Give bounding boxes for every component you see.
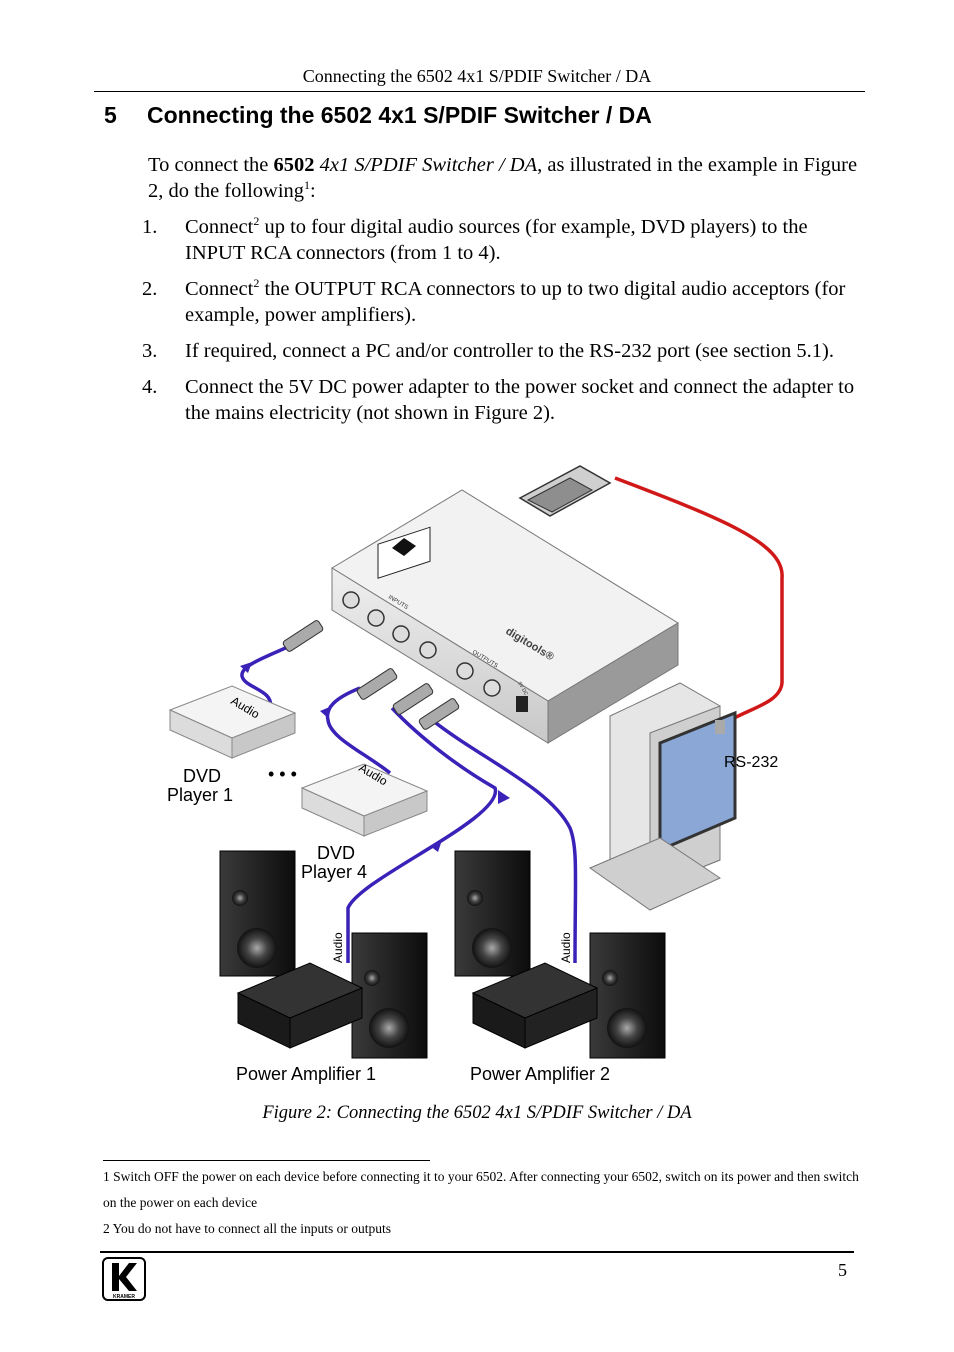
audio-cable-amp2: [430, 718, 578, 964]
intro-paragraph: To connect the 6502 4x1 S/PDIF Switcher …: [148, 152, 863, 204]
footnote-ref-2[interactable]: 2: [253, 276, 260, 291]
section-title: 5 Connecting the 6502 4x1 S/PDIF Switcher…: [104, 102, 652, 129]
db9-connector-icon: [518, 465, 612, 517]
intro-end: :: [310, 180, 316, 202]
logo-text: KRAMER: [113, 1294, 135, 1300]
footnote-rule: [103, 1160, 430, 1161]
rs232-port-icon: [715, 720, 725, 734]
footnote-1: 1 Switch OFF the power on each device be…: [103, 1169, 859, 1210]
section-title-text: Connecting the 6502 4x1 S/PDIF Switcher …: [147, 102, 652, 128]
audio-cable-dvd4: [325, 686, 392, 775]
rs232-label: RS-232: [724, 754, 778, 771]
step-text: Connect the 5V DC power adapter to the p…: [185, 376, 855, 424]
header-rule: [94, 91, 865, 92]
page-number: 5: [838, 1260, 847, 1280]
step-text: up to four digital audio sources (for ex…: [185, 216, 808, 264]
amp2-label: Power Amplifier 2: [470, 1064, 610, 1084]
steps-list: 1.Connect2 up to four digital audio sour…: [142, 214, 864, 436]
dvd4-label-line2: Player 4: [301, 862, 367, 882]
cable-arrows: [240, 662, 510, 852]
rs232-cable: [614, 476, 784, 725]
step-number: 3.: [142, 340, 158, 362]
step-number: 2.: [142, 278, 158, 300]
step-lead: Connect: [185, 216, 254, 238]
ellipsis-label: • • •: [268, 764, 297, 784]
figure-caption: Figure 2: Connecting the 6502 4x1 S/PDIF…: [262, 1103, 692, 1123]
step-number: 4.: [142, 376, 158, 398]
intro-suffix: , as illustrated in the example in Figur…: [148, 154, 858, 202]
step-item: 2. Connect2 the OUTPUT RCA connectors to …: [142, 276, 864, 328]
rca-connectors: [342, 591, 501, 697]
audio-label-amp2: Audio: [559, 932, 573, 963]
step-lead: Connect: [185, 278, 254, 300]
step-item: 1. Connect2 up to four digital audio sour…: [142, 214, 864, 266]
power-socket-icon: [516, 696, 528, 712]
dvd4-label-line1: DVD: [317, 843, 355, 863]
connection-diagram: digitools® INPUTS OUTPUTS 5V DC: [167, 465, 784, 1084]
step-text: If required, connect a PC and/or control…: [185, 340, 834, 362]
switcher-6502: digitools® INPUTS OUTPUTS 5V DC: [331, 489, 679, 744]
speaker-set-1: [219, 850, 428, 1059]
section-number: 5: [104, 102, 117, 128]
dvd1-label-line2: Player 1: [167, 785, 233, 805]
audio-cable-dvd1: [240, 634, 311, 709]
intro-model: 6502: [273, 154, 315, 176]
footnote-2: 2 You do not have to connect all the inp…: [103, 1221, 391, 1236]
dvd-player-1: [168, 685, 297, 759]
audio-cables: [240, 634, 578, 964]
kramer-logo: KRAMER: [102, 1257, 146, 1301]
step-number: 1.: [142, 216, 158, 238]
audio-label-amp1: Audio: [331, 932, 345, 963]
running-header: Connecting the 6502 4x1 S/PDIF Switcher …: [302, 66, 652, 86]
pc-computer: [588, 682, 737, 911]
footnote-ref-2[interactable]: 2: [253, 214, 260, 229]
dvd1-label-line1: DVD: [183, 766, 221, 786]
dvd-player-4: [300, 763, 429, 837]
step-item: 4. Connect the 5V DC power adapter to the…: [142, 374, 864, 426]
amp1-label: Power Amplifier 1: [236, 1064, 376, 1084]
speaker-set-2: [454, 850, 666, 1059]
rca-plugs: [282, 620, 460, 730]
audio-cable-amp1: [346, 706, 497, 963]
step-text: the OUTPUT RCA connectors to up to two d…: [185, 278, 846, 326]
footnote-ref-1[interactable]: 1: [304, 178, 311, 193]
step-item: 3. If required, connect a PC and/or contr…: [142, 338, 864, 364]
footer-rule: [100, 1251, 854, 1253]
intro-product: 4x1 S/PDIF Switcher / DA: [314, 154, 538, 176]
intro-prefix: To connect the: [148, 154, 274, 176]
